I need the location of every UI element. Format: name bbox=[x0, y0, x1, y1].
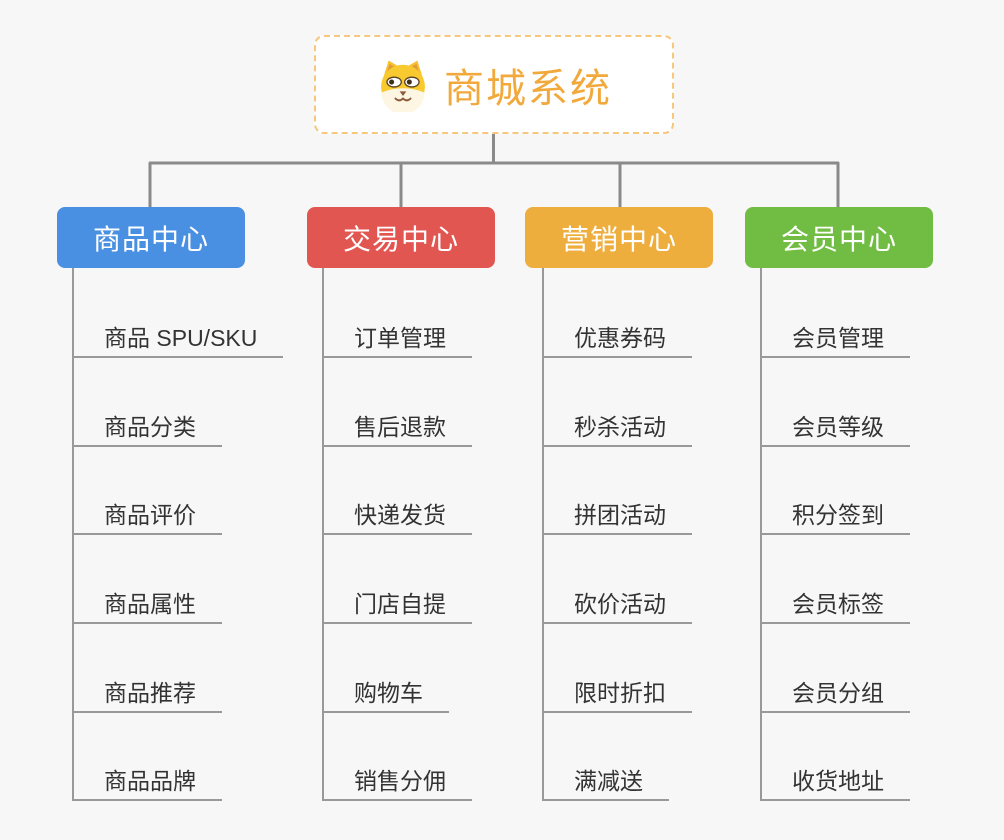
branch-marketing-center[interactable]: 营销中心 bbox=[525, 207, 713, 268]
leaf-product-recommend[interactable]: 商品推荐 bbox=[72, 671, 222, 713]
leaf-product-review[interactable]: 商品评价 bbox=[72, 493, 222, 535]
leaf-member-management[interactable]: 会员管理 bbox=[760, 316, 910, 358]
leaf-product-spu-sku[interactable]: 商品 SPU/SKU bbox=[72, 316, 284, 358]
leaf-full-reduction[interactable]: 满减送 bbox=[542, 759, 669, 801]
leaf-flash-sale[interactable]: 秒杀活动 bbox=[542, 405, 692, 447]
leaf-member-tag[interactable]: 会员标签 bbox=[760, 582, 910, 624]
branch-trade-center[interactable]: 交易中心 bbox=[307, 207, 495, 268]
leaf-shopping-cart[interactable]: 购物车 bbox=[322, 671, 449, 713]
leaf-product-brand[interactable]: 商品品牌 bbox=[72, 759, 222, 801]
leaf-express-delivery[interactable]: 快递发货 bbox=[322, 493, 472, 535]
branch-member-center[interactable]: 会员中心 bbox=[745, 207, 933, 268]
leaf-shipping-address[interactable]: 收货地址 bbox=[760, 759, 910, 801]
root-node[interactable]: 商城系统 bbox=[314, 35, 674, 134]
leaf-group-buy[interactable]: 拼团活动 bbox=[542, 493, 692, 535]
leaf-limited-time-discount[interactable]: 限时折扣 bbox=[542, 671, 692, 713]
leaf-member-group[interactable]: 会员分组 bbox=[760, 671, 910, 713]
leaf-points-checkin[interactable]: 积分签到 bbox=[760, 493, 910, 535]
leaf-member-level[interactable]: 会员等级 bbox=[760, 405, 910, 447]
leaf-sales-commission[interactable]: 销售分佣 bbox=[322, 759, 472, 801]
leaf-product-attribute[interactable]: 商品属性 bbox=[72, 582, 222, 624]
leaf-after-sales-refund[interactable]: 售后退款 bbox=[322, 405, 472, 447]
branch-product-center[interactable]: 商品中心 bbox=[57, 207, 245, 268]
leaf-coupon-code[interactable]: 优惠券码 bbox=[542, 316, 692, 358]
leaf-bargain-activity[interactable]: 砍价活动 bbox=[542, 582, 692, 624]
leaf-store-pickup[interactable]: 门店自提 bbox=[322, 582, 472, 624]
leaf-order-management[interactable]: 订单管理 bbox=[322, 316, 472, 358]
doge-icon bbox=[376, 58, 430, 114]
leaf-product-category[interactable]: 商品分类 bbox=[72, 405, 222, 447]
root-title: 商城系统 bbox=[444, 66, 612, 111]
